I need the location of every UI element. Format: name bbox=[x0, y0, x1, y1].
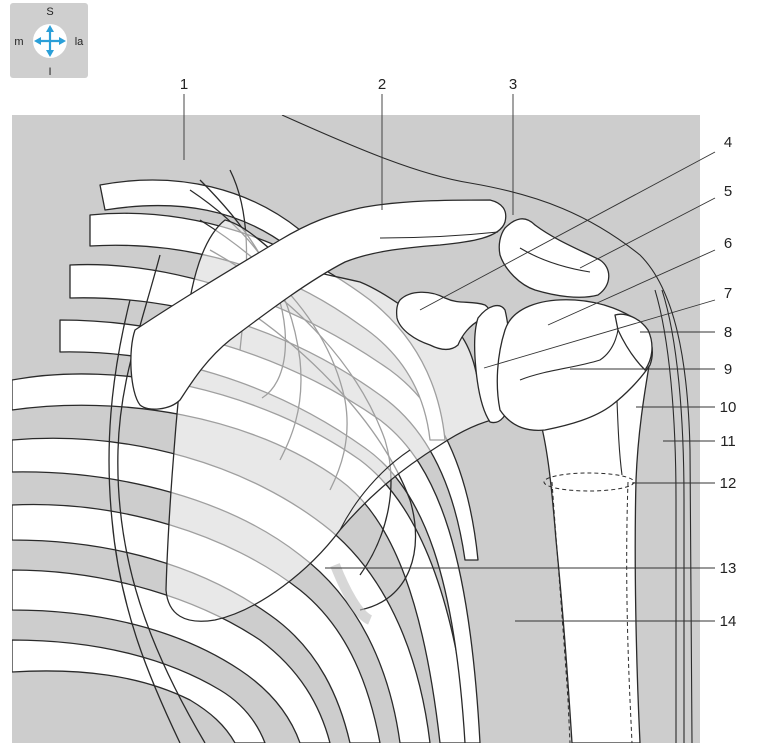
label-4: 4 bbox=[724, 134, 732, 151]
label-9: 9 bbox=[724, 361, 732, 378]
label-13: 13 bbox=[720, 560, 737, 577]
orientation-lateral: la bbox=[75, 36, 84, 48]
label-5: 5 bbox=[724, 183, 732, 200]
label-10: 10 bbox=[720, 399, 737, 416]
label-11: 11 bbox=[720, 433, 736, 450]
label-6: 6 bbox=[724, 235, 732, 252]
orientation-compass: S I m la bbox=[10, 3, 88, 78]
label-3: 3 bbox=[509, 76, 517, 93]
label-8: 8 bbox=[724, 324, 732, 341]
label-7: 7 bbox=[724, 285, 732, 302]
label-1: 1 bbox=[180, 76, 188, 93]
label-2: 2 bbox=[378, 76, 386, 93]
label-12: 12 bbox=[720, 475, 737, 492]
label-14: 14 bbox=[720, 613, 737, 630]
orientation-superior: S bbox=[46, 6, 53, 18]
orientation-medial: m bbox=[14, 36, 23, 48]
orientation-inferior: I bbox=[48, 66, 51, 78]
